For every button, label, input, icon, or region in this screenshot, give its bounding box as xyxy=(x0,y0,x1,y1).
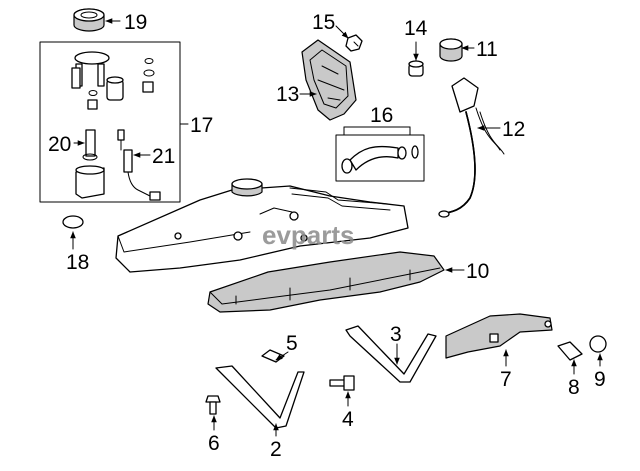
hose-kit-16 xyxy=(335,126,425,182)
fuel-pump-kit-group xyxy=(39,41,189,203)
heat-shield-13 xyxy=(301,39,357,121)
callout-9: 9 xyxy=(594,368,606,391)
filler-pipe-12 xyxy=(438,77,505,218)
callout-4: 4 xyxy=(342,408,354,431)
grommet-14 xyxy=(408,60,424,77)
callout-18: 18 xyxy=(66,251,89,274)
bushing-8 xyxy=(557,341,583,361)
callout-13: 13 xyxy=(276,83,299,106)
callout-2: 2 xyxy=(270,438,282,461)
bolt-4 xyxy=(329,375,355,391)
callout-16: 16 xyxy=(370,104,393,127)
strap-clip-5 xyxy=(261,349,285,363)
callout-17: 17 xyxy=(190,114,213,137)
callout-8: 8 xyxy=(568,376,580,399)
tank-protector-10 xyxy=(207,251,445,313)
bolt-6 xyxy=(205,395,221,415)
fuel-tank xyxy=(115,178,409,273)
callout-6: 6 xyxy=(208,432,220,455)
watermark: evparts xyxy=(262,220,355,250)
tank-strap-3 xyxy=(345,325,437,383)
filler-cap-11 xyxy=(439,38,463,62)
callouts: 19 17 20 21 18 15 13 14 11 16 12 10 5 3 … xyxy=(48,11,606,461)
kit-frame-16 xyxy=(335,134,425,182)
callout-5: 5 xyxy=(286,332,298,355)
clip-15 xyxy=(345,34,363,52)
callout-19: 19 xyxy=(124,11,147,34)
fuel-pump-20 xyxy=(85,129,96,157)
tank-strap-2 xyxy=(215,365,305,429)
kit-frame xyxy=(39,41,181,203)
callout-11: 11 xyxy=(476,38,498,61)
seal-ring-18 xyxy=(62,215,84,229)
plug-9 xyxy=(589,335,607,353)
callout-21: 21 xyxy=(152,145,175,168)
pump-flange xyxy=(74,51,110,65)
callout-14: 14 xyxy=(404,17,428,40)
callout-3: 3 xyxy=(390,323,402,346)
bracket-7 xyxy=(445,313,553,359)
callout-20: 20 xyxy=(48,133,71,156)
callout-7: 7 xyxy=(500,368,512,391)
callout-10: 10 xyxy=(466,260,489,283)
callout-12: 12 xyxy=(502,118,525,141)
filler-gasket-19 xyxy=(73,8,105,32)
callout-15: 15 xyxy=(312,11,335,34)
